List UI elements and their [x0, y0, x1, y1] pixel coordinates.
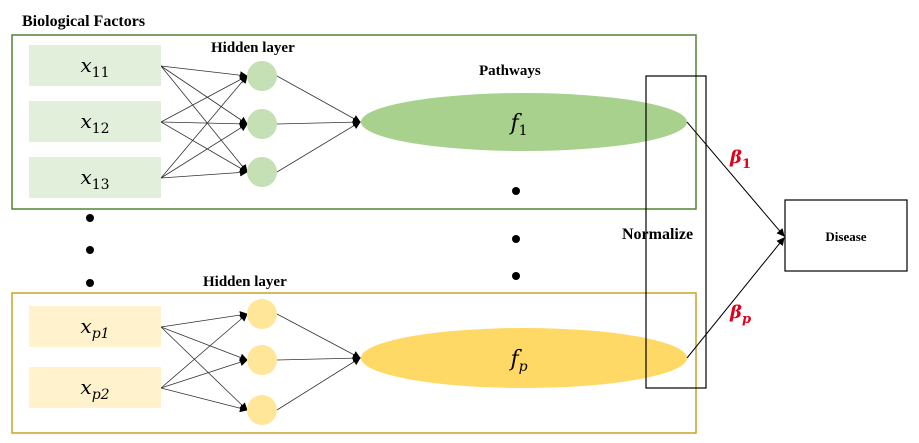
- input-node-xp1: [29, 306, 161, 347]
- hidden-node-1-3: [247, 157, 277, 187]
- pathway-group-1: Hidden layer Pathways x11 x12 x13: [11, 34, 697, 210]
- input-label-x12: x12: [80, 109, 109, 137]
- pathways-label: Pathways: [479, 63, 541, 79]
- input-label-xp1: xp1: [80, 314, 109, 342]
- ellipsis-dots-pathways: [512, 187, 520, 280]
- hidden-node-1-2: [247, 109, 277, 139]
- pathway-node-fp: [361, 328, 687, 388]
- normalize-box: [645, 75, 707, 389]
- group-2-border: [11, 292, 697, 434]
- input-label-x11: x11: [80, 53, 109, 81]
- hidden-node-2-2: [247, 345, 277, 375]
- weight-label-betap: βp: [729, 302, 751, 327]
- input-node-x12: [29, 101, 161, 142]
- pathway-group-2: Hidden layer xp1 xp2 fp: [11, 274, 697, 434]
- disease-box: [784, 199, 908, 272]
- input-hidden-connections-1: [160, 65, 248, 179]
- pathway-node-f1: [361, 93, 687, 151]
- weight-label-beta1: β1: [729, 147, 751, 172]
- hidden-node-2-1: [247, 299, 277, 329]
- hidden-layer-label-1: Hidden layer: [211, 40, 295, 56]
- input-node-xp2: [29, 367, 161, 408]
- hidden-node-2-3: [247, 395, 277, 425]
- normalize-label: Normalize: [622, 226, 693, 243]
- input-label-x13: x13: [80, 165, 109, 193]
- hidden-pathway-connections-2: [276, 313, 361, 411]
- ellipsis-dots-inputs: [86, 214, 94, 287]
- group-1-border: [11, 34, 697, 210]
- input-hidden-connections-2: [160, 311, 248, 413]
- hidden-layer-label-2: Hidden layer: [203, 274, 287, 290]
- diagram-title: Biological Factors: [22, 13, 145, 30]
- hidden-node-1-1: [247, 61, 277, 91]
- input-label-xp2: xp2: [80, 375, 109, 403]
- arrow-f1-disease: [686, 121, 785, 237]
- disease-label: Disease: [825, 229, 866, 244]
- input-node-x13: [29, 157, 161, 198]
- hidden-pathway-connections-1: [276, 75, 361, 173]
- arrow-fp-disease: [686, 237, 785, 359]
- input-node-x11: [29, 45, 161, 86]
